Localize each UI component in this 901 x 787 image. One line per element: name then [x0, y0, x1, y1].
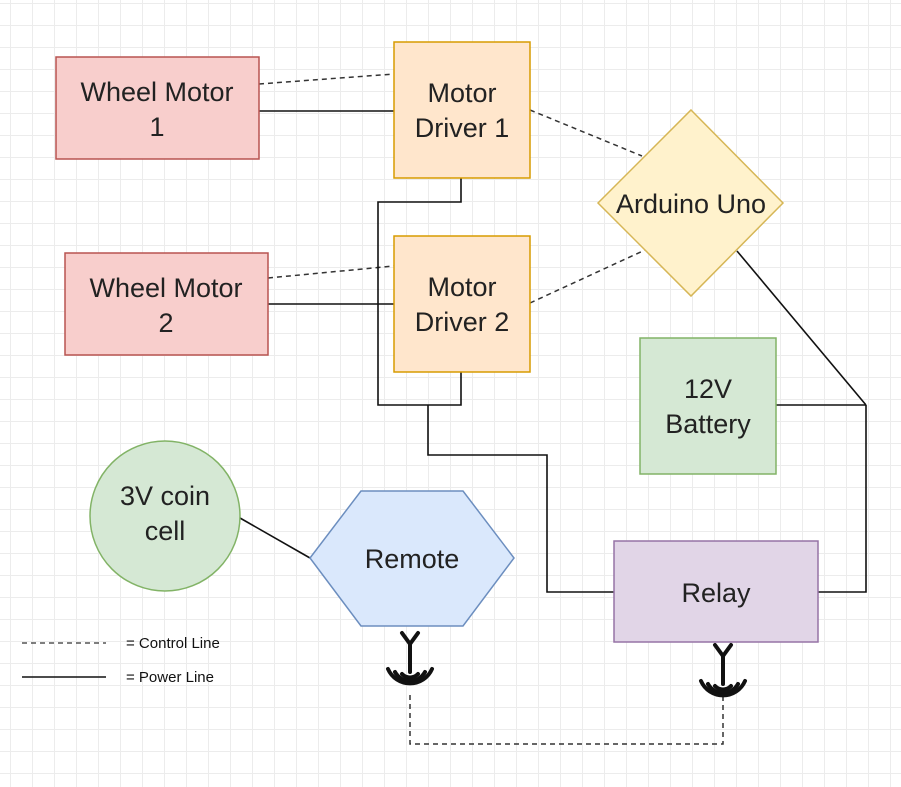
motor-driver-1[interactable]: Motor Driver 1 — [393, 41, 531, 179]
remote-label: Remote — [365, 544, 460, 574]
wheel-motor-1[interactable]: Wheel Motor 1 — [55, 56, 260, 160]
power-line-drivers-relay[interactable] — [427, 405, 614, 593]
relay-label: Relay — [681, 578, 751, 608]
wheel-motor-2-label-line2: 2 — [158, 308, 173, 338]
motor-driver-1-label-line1: Motor — [427, 78, 496, 108]
wheel-motor-1-box — [55, 56, 260, 160]
wheel-motor-1-label-line1: Wheel Motor — [80, 77, 233, 107]
control-line-wireless-link[interactable] — [409, 695, 724, 745]
power-line-junction-relay[interactable] — [818, 405, 867, 593]
control-line-md1-arduino[interactable] — [529, 109, 643, 157]
motor-driver-2-label-line2: Driver 2 — [415, 307, 510, 337]
antenna-icon — [386, 631, 434, 686]
wheel-motor-2-label-line1: Wheel Motor — [89, 273, 242, 303]
wheel-motor-2-box — [64, 252, 269, 356]
antenna-icon — [699, 643, 747, 698]
control-line-wm2-md2[interactable] — [267, 265, 395, 279]
battery-12v-label-line2: Battery — [665, 409, 751, 439]
coin-cell-3v-label-line2: cell — [145, 516, 186, 546]
arduino-uno-diamond — [596, 108, 785, 298]
battery-12v-label-line1: 12V — [684, 374, 732, 404]
control-line-wm1-md1[interactable] — [258, 73, 395, 85]
motor-driver-2-box — [393, 235, 531, 373]
motor-driver-2[interactable]: Motor Driver 2 — [393, 235, 531, 373]
battery-12v[interactable]: 12V Battery — [639, 337, 777, 475]
coin-cell-3v-label-line1: 3V coin — [120, 481, 210, 511]
power-line-md1-md2-loop[interactable] — [377, 178, 462, 406]
arduino-uno[interactable]: Arduino Uno — [596, 108, 785, 298]
remote[interactable]: Remote — [309, 490, 515, 627]
battery-12v-box — [639, 337, 777, 475]
coin-cell-3v-circle — [89, 440, 241, 592]
power-line-arduino-junction[interactable] — [736, 250, 867, 406]
wheel-motor-1-label-line2: 1 — [149, 112, 164, 142]
legend-power-label: = Power Line — [126, 669, 214, 686]
power-line-coin-cell-remote[interactable] — [239, 517, 311, 559]
arduino-uno-label: Arduino Uno — [616, 189, 766, 219]
power-lines — [239, 110, 867, 593]
relay[interactable]: Relay — [613, 540, 819, 643]
legend-control-label: = Control Line — [126, 635, 220, 652]
remote-hexagon — [309, 490, 515, 627]
coin-cell-3v[interactable]: 3V coin cell — [89, 440, 241, 592]
legend: = Control Line = Power Line — [22, 635, 220, 686]
relay-box — [613, 540, 819, 643]
motor-driver-2-label-line1: Motor — [427, 272, 496, 302]
control-lines — [258, 73, 724, 745]
motor-driver-1-label-line2: Driver 1 — [415, 113, 510, 143]
control-line-md2-arduino[interactable] — [529, 249, 646, 304]
wheel-motor-2[interactable]: Wheel Motor 2 — [64, 252, 269, 356]
motor-driver-1-box — [393, 41, 531, 179]
